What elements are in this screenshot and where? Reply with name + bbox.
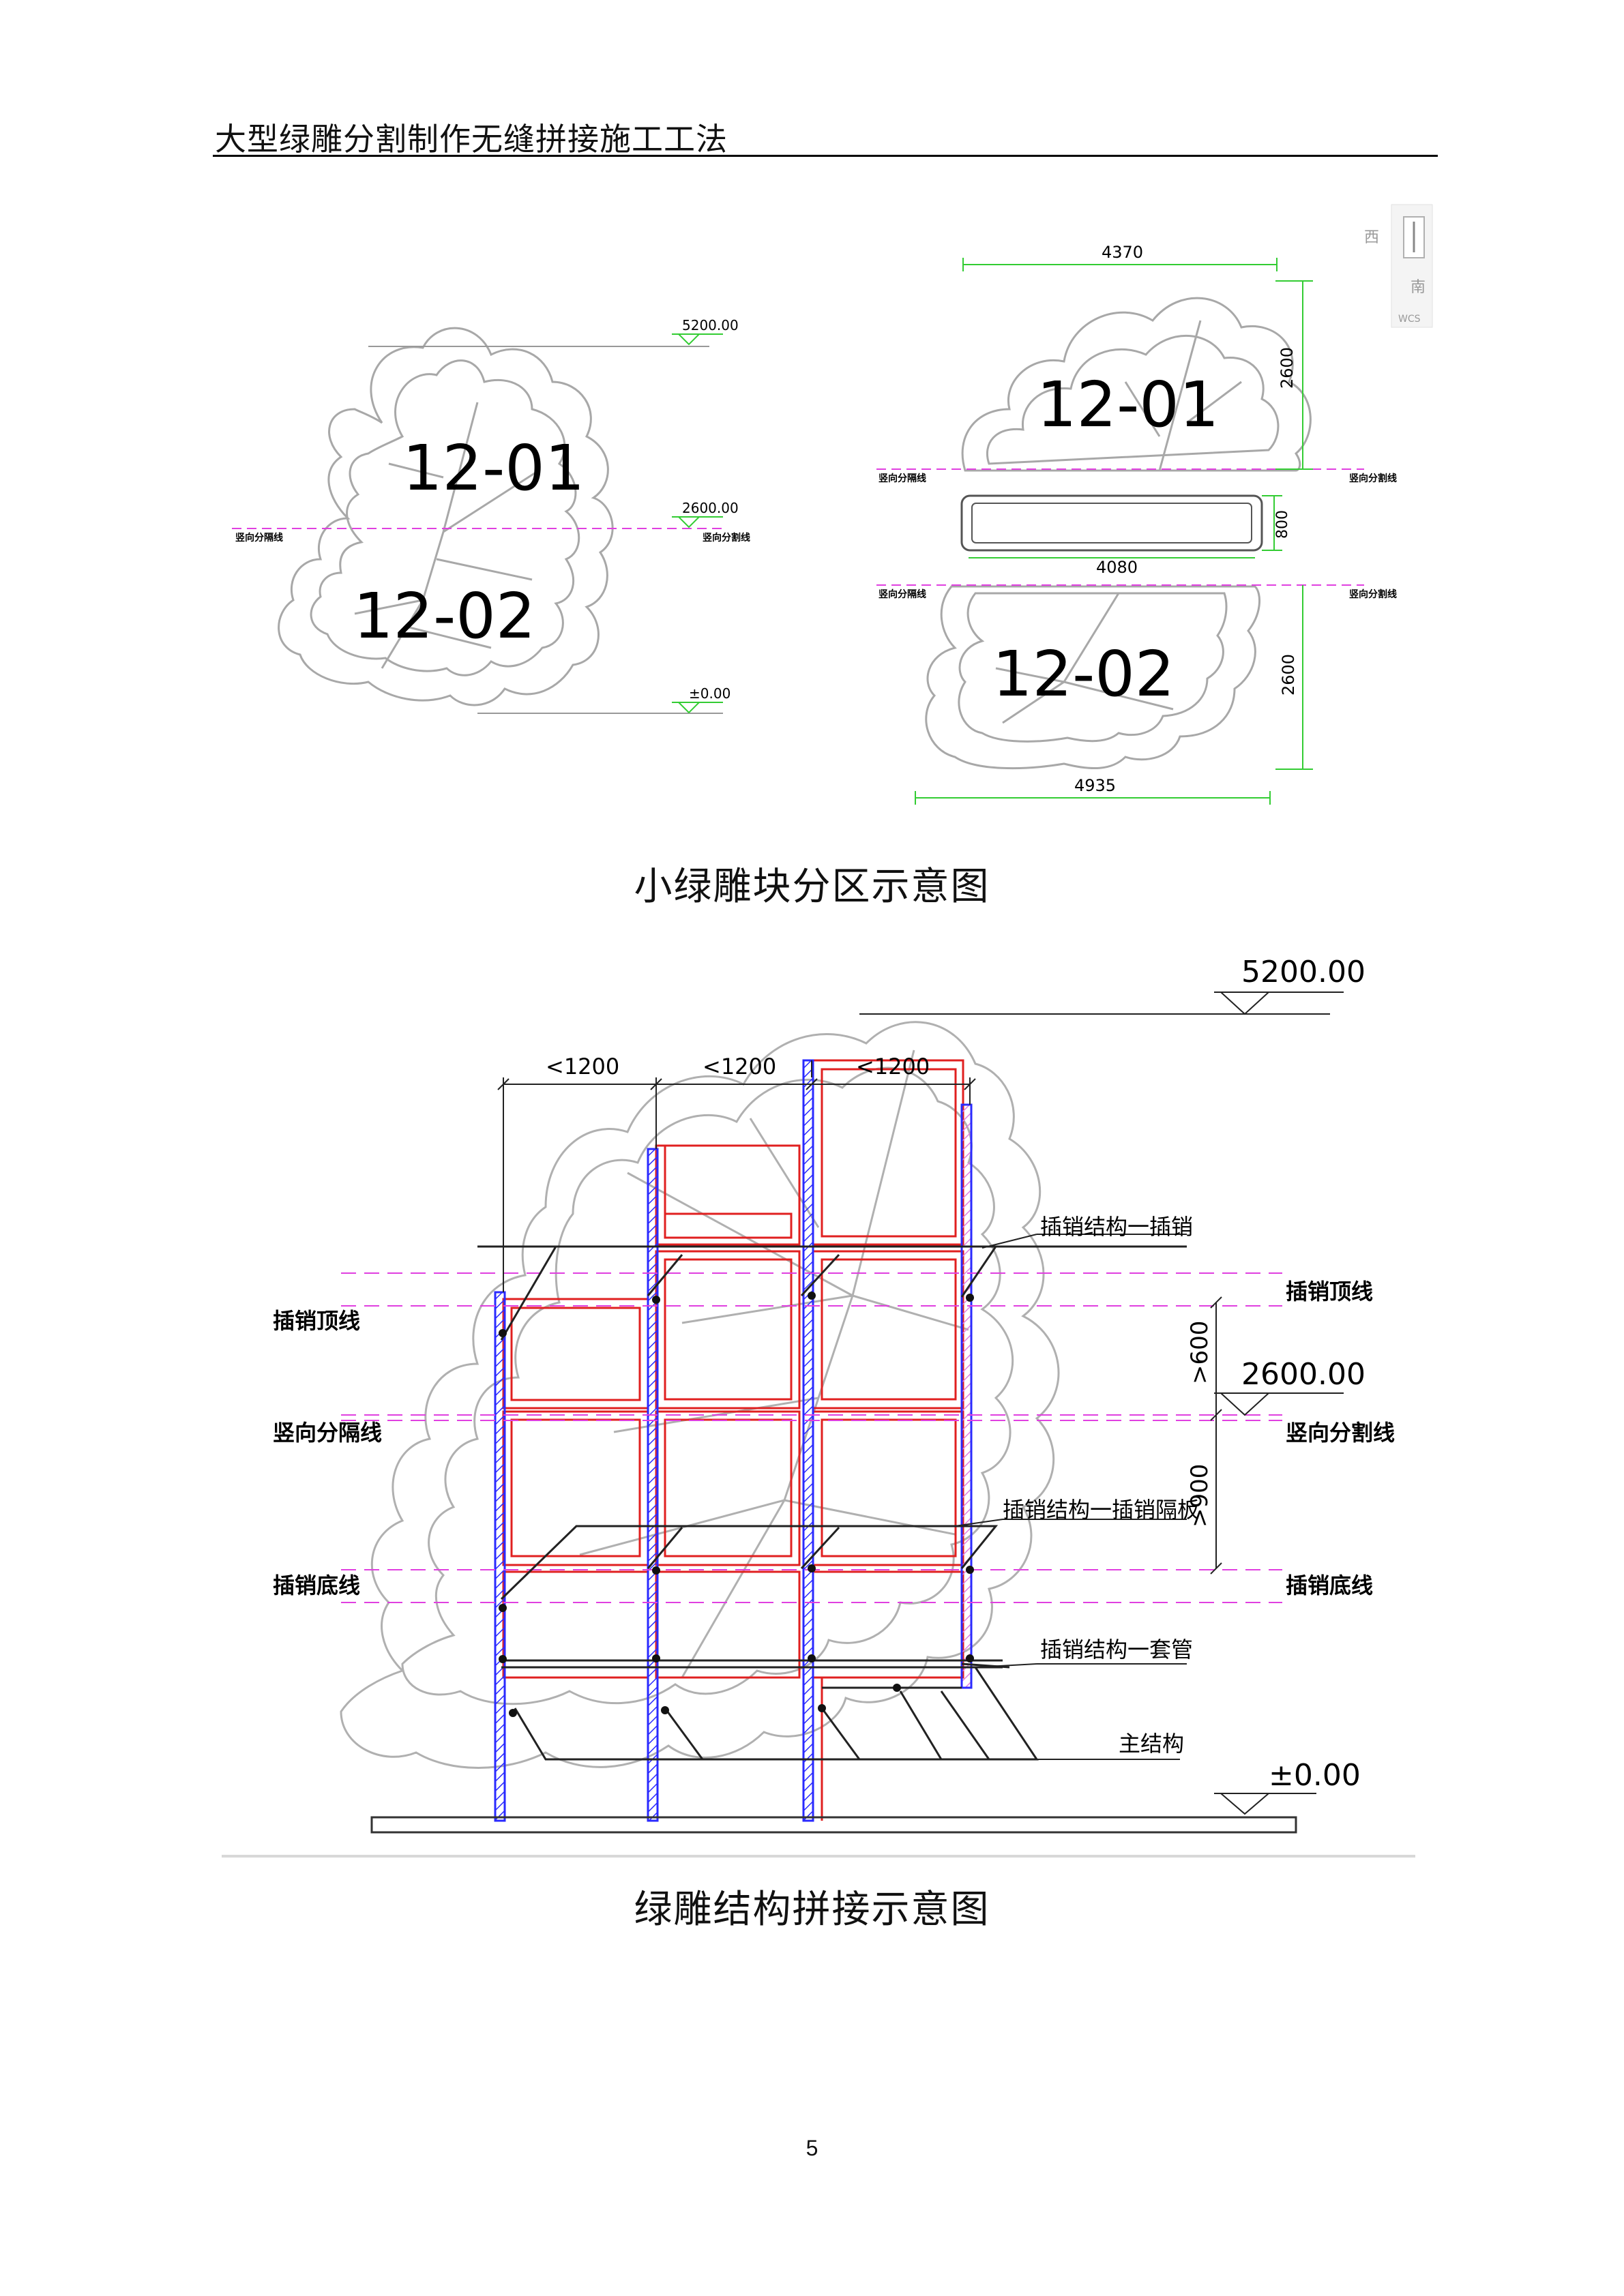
header-title: 大型绿雕分割制作无缝拼接施工工法: [215, 121, 728, 158]
leaf-inner-figure2: [401, 1067, 1014, 1705]
right-split-label-left-upper: 竖向分隔线: [879, 473, 926, 484]
label-pin-top-left: 插销顶线: [273, 1308, 360, 1334]
left-block-upper: 12-01: [402, 432, 585, 505]
fig2-elev-mid: 2600.00: [1241, 1357, 1365, 1392]
label-main: 主结构: [1119, 1731, 1184, 1757]
label-pin-top-right: 插销顶线: [1286, 1279, 1373, 1304]
compass-widget: 西 南 WCS: [1364, 204, 1433, 328]
left-elev-mid: 2600.00: [682, 500, 739, 516]
dim-upper: >600: [1186, 1321, 1213, 1384]
leaf-bottom-inner-right: [958, 592, 1228, 743]
left-split-label-right: 竖向分割线: [703, 532, 750, 543]
label-pin: 插销结构一插销: [1040, 1214, 1193, 1240]
left-elev-base: ±0.00: [689, 685, 730, 702]
left-split-label-left: 竖向分隔线: [235, 532, 283, 543]
dim-top-height: 2600: [1278, 347, 1297, 389]
figure2-drawing: <1200 <1200 <1200 >600 >900 5200.00 2600…: [222, 955, 1415, 1858]
compass-wcs: WCS: [1398, 314, 1421, 325]
post-1: [494, 1291, 506, 1822]
label-pin-bottom-left: 插销底线: [273, 1572, 360, 1598]
dim-bottom-height: 2600: [1279, 654, 1298, 696]
left-elev-top: 5200.00: [682, 317, 739, 333]
figure1-caption: 小绿雕块分区示意图: [634, 865, 990, 909]
leaf-bottom-outline-right: [925, 585, 1261, 770]
right-split-label-right-lower: 竖向分割线: [1349, 588, 1397, 600]
leaf-outline-left: [278, 327, 614, 706]
label-split-left: 竖向分隔线: [273, 1420, 382, 1446]
dim-bottom-width: 4935: [1074, 776, 1116, 795]
right-block-lower: 12-02: [992, 638, 1175, 711]
post-4: [960, 1103, 973, 1689]
dim-mid-width: 4080: [1096, 558, 1138, 577]
middle-block-outer: [960, 494, 1263, 552]
leaf-outline-figure2: [340, 1021, 1060, 1769]
label-pin-bottom-right: 插销底线: [1286, 1572, 1373, 1598]
figure1-left-drawing: 5200.00 2600.00 竖向分隔线 竖向分割线 ±0.00 12-01 …: [232, 317, 750, 714]
leaf-top-outline-right: [961, 297, 1312, 472]
label-sleeve: 插销结构一套管: [1040, 1637, 1193, 1663]
label-partition: 插销结构一插销隔板: [1003, 1497, 1199, 1523]
fig2-elev-base: ±0.00: [1269, 1758, 1361, 1793]
dim-top-width: 4370: [1102, 243, 1143, 262]
spacing-1: <1200: [546, 1054, 619, 1079]
post-2: [647, 1148, 659, 1822]
fig2-elev-top: 5200.00: [1241, 955, 1365, 989]
spacing-3: <1200: [856, 1054, 930, 1079]
header-rule: [213, 155, 1438, 157]
spacing-2: <1200: [703, 1054, 776, 1079]
left-block-lower: 12-02: [353, 580, 535, 653]
dim-lower: >900: [1186, 1464, 1213, 1527]
figure2-caption: 绿雕结构拼接示意图: [634, 1888, 990, 1932]
leaf-top-inner-right: [986, 334, 1280, 465]
ground-slab: [370, 1816, 1297, 1834]
right-split-label-left-lower: 竖向分隔线: [879, 588, 926, 600]
compass-west: 西: [1364, 229, 1379, 246]
leaf-inner-left: [310, 359, 580, 676]
figure1-right-drawing: 竖向分隔线 竖向分割线 竖向分隔线 竖向分割线 4370 2600 800 40…: [876, 204, 1433, 805]
right-block-upper: 12-01: [1037, 368, 1219, 441]
dim-mid-height: 800: [1274, 510, 1291, 539]
middle-block-inner: [971, 503, 1252, 543]
label-split-right: 竖向分割线: [1286, 1420, 1395, 1446]
compass-south: 南: [1411, 279, 1426, 296]
page-number: 5: [806, 2136, 818, 2160]
post-3: [802, 1059, 814, 1822]
right-split-label-right-upper: 竖向分割线: [1349, 473, 1397, 484]
leaf-vein-left: [354, 402, 540, 669]
